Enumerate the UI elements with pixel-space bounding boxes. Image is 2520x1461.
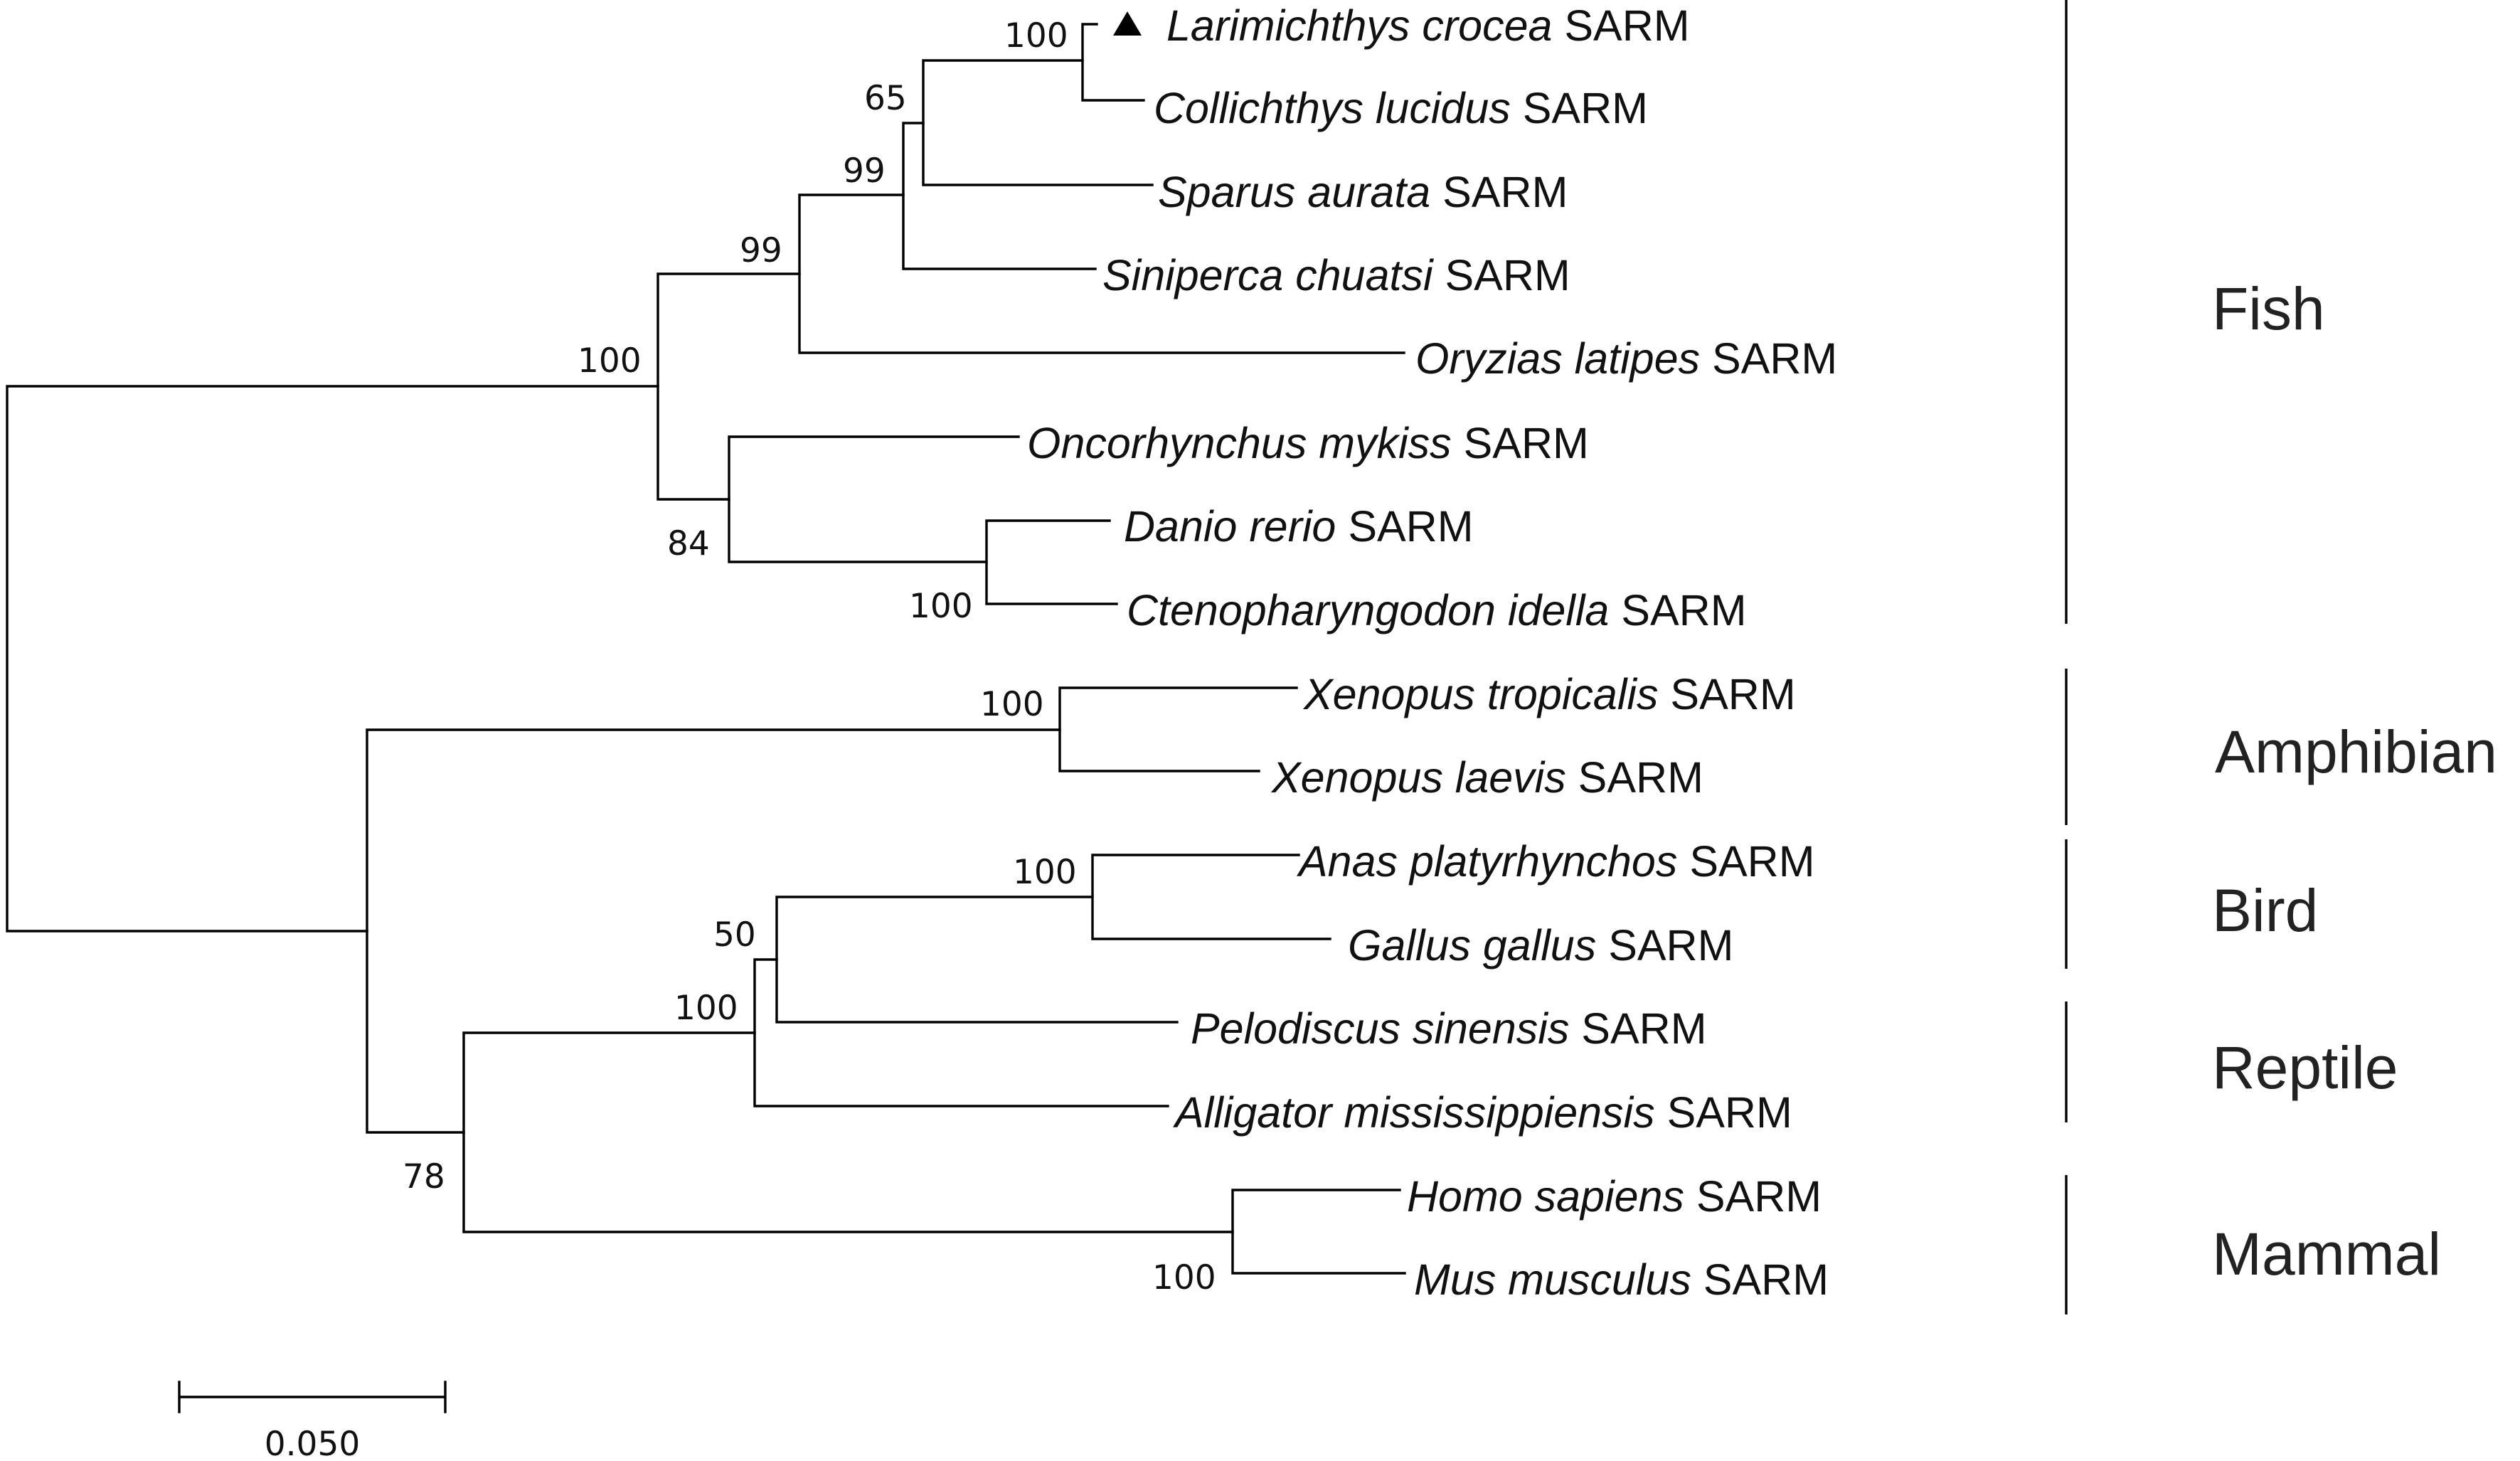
scale-bar: 0.050 — [178, 1381, 447, 1461]
branch-node-78 — [462, 1031, 1234, 1233]
taxon-label-homo-sapiens: Homo sapiens SARM — [1407, 1172, 1822, 1221]
taxon-label-siniperca-chuatsi: Siniperca chuatsi SARM — [1102, 251, 1570, 299]
bootstrap-value: 99 — [843, 152, 886, 191]
scale-bar-label: 0.050 — [265, 1425, 361, 1461]
taxon-label-mus-musculus: Mus musculus SARM — [1414, 1255, 1829, 1304]
bootstrap-value: 65 — [864, 79, 907, 118]
branch-node-84 — [728, 435, 1020, 563]
tree-branches — [6, 23, 1406, 1275]
branch-node-99-inner — [902, 122, 1097, 270]
taxon-label-anas-platyrhynchos: Anas platyrhynchos SARM — [1296, 837, 1815, 886]
branch-xenopus — [1058, 686, 1298, 772]
taxon-label-oryzias-latipes: Oryzias latipes SARM — [1415, 334, 1837, 383]
bootstrap-value: 78 — [403, 1157, 445, 1196]
branch-root — [6, 385, 659, 933]
scale-bar-line — [178, 1381, 447, 1413]
bootstrap-value: 100 — [909, 587, 973, 626]
taxon-label-gallus-gallus: Gallus gallus SARM — [1348, 921, 1733, 969]
taxon-label-danio-rerio: Danio rerio SARM — [1124, 502, 1474, 551]
branch-homo-mus — [1231, 1189, 1406, 1275]
bootstrap-value: 100 — [1004, 16, 1068, 55]
taxon-label-xenopus-tropicalis: Xenopus tropicalis SARM — [1302, 670, 1796, 718]
bootstrap-value: 100 — [578, 341, 642, 381]
taxon-label-pelodiscus-sinensis: Pelodiscus sinensis SARM — [1191, 1004, 1707, 1053]
taxon-label-oncorhynchus-mykiss: Oncorhynchus mykiss SARM — [1027, 419, 1589, 467]
bootstrap-value: 100 — [980, 685, 1044, 724]
bootstrap-values: 100 65 99 99 100 84 100 100 100 50 100 7… — [403, 16, 1216, 1297]
group-brackets: Fish Amphibian Bird Reptile Mammal — [2065, 0, 2497, 1314]
taxon-label-sparus-aurata: Sparus aurata SARM — [1158, 168, 1568, 216]
bootstrap-value: 100 — [1152, 1258, 1216, 1297]
taxon-label-larimichthys-crocea: Larimichthys crocea SARM — [1166, 1, 1690, 50]
branch-danio-ctenopharyngodon — [985, 519, 1118, 605]
bootstrap-value: 84 — [667, 524, 710, 563]
branch-anas-gallus — [1091, 854, 1331, 940]
branch-node-65 — [922, 59, 1154, 186]
group-label-bird: Bird — [2212, 877, 2318, 944]
bootstrap-value: 50 — [713, 915, 756, 955]
taxon-label-alligator-mississippiensis: Alligator mississippiensis SARM — [1172, 1088, 1792, 1137]
group-label-amphibian: Amphibian — [2215, 718, 2497, 785]
taxon-label-ctenopharyngodon-idella: Ctenopharyngodon idella SARM — [1127, 586, 1747, 634]
branch-larimichthys-collichthys — [1081, 23, 1145, 102]
bootstrap-value: 99 — [740, 231, 782, 270]
taxon-labels: Larimichthys crocea SARM Collichthys luc… — [1027, 1, 1837, 1304]
branch-node-50 — [775, 896, 1179, 1024]
group-label-mammal: Mammal — [2212, 1221, 2441, 1287]
group-label-reptile: Reptile — [2212, 1034, 2398, 1101]
taxon-label-xenopus-laevis: Xenopus laevis SARM — [1270, 753, 1703, 802]
triangle-marker-icon — [1113, 11, 1142, 36]
bootstrap-value: 100 — [674, 989, 738, 1028]
bootstrap-value: 100 — [1013, 853, 1077, 892]
branch-node-100-reptile-bird — [753, 958, 1169, 1107]
taxon-label-collichthys-lucidus: Collichthys lucidus SARM — [1154, 84, 1648, 132]
group-label-fish: Fish — [2212, 275, 2325, 342]
